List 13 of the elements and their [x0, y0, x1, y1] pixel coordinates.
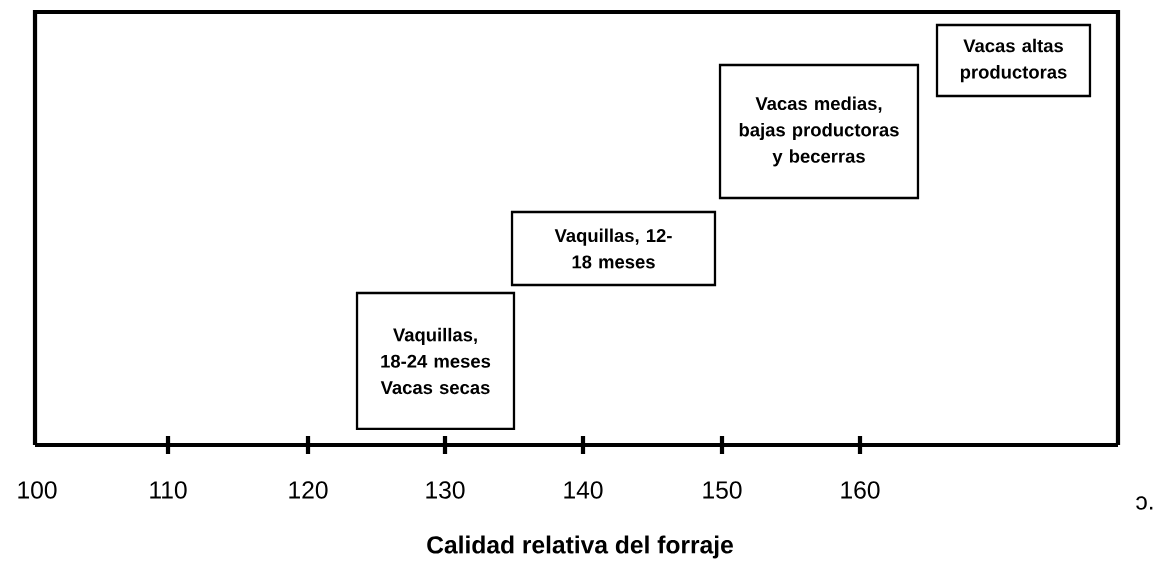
label-box: Vaquillas, 18-24 meses Vacas secas	[355, 291, 516, 431]
label-box: Vaquillas, 12-18 meses	[510, 210, 717, 287]
tick-label: 120	[289, 481, 328, 499]
tick-label: 110	[150, 481, 187, 499]
tick-label: 150	[703, 481, 742, 499]
label-box: Vacas altas productoras	[935, 23, 1092, 98]
label-box: Vacas medias, bajas productoras y becerras	[718, 63, 920, 200]
note-text: ɔ.	[1136, 496, 1153, 510]
tick-label: 140	[564, 481, 603, 499]
tick-label: 100	[18, 481, 57, 499]
axis-title: Calidad relativa del forraje	[427, 535, 733, 559]
tick-label: 130	[426, 481, 465, 499]
tick-label: 160	[841, 481, 880, 499]
